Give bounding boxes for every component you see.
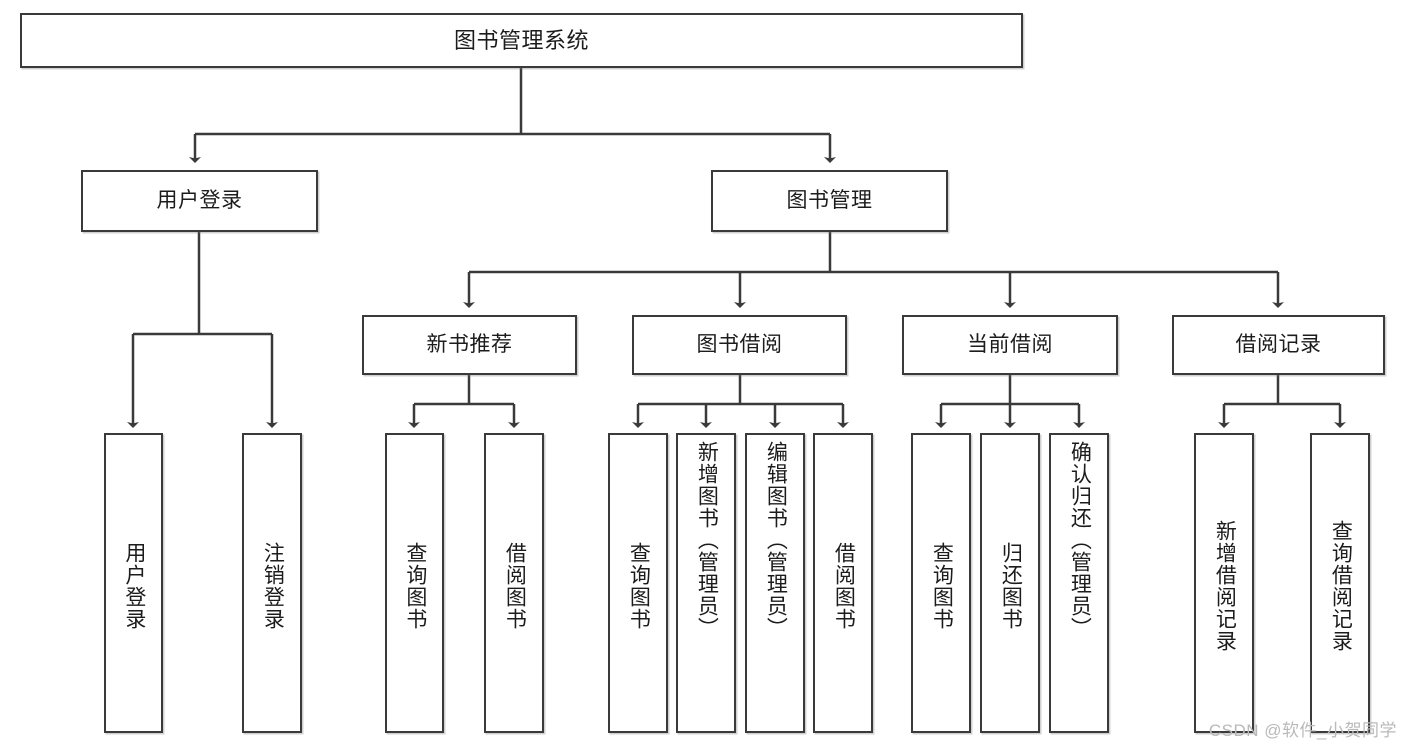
leaf-edit-book[interactable]: 编辑图书（管理员）: [745, 433, 805, 733]
node-user-login[interactable]: 用户登录: [81, 170, 318, 232]
node-borrow-record-label: 借阅记录: [1235, 332, 1322, 356]
leaf-query-book-1[interactable]: 查询图书: [385, 433, 444, 733]
node-root[interactable]: 图书管理系统: [20, 13, 1023, 68]
leaf-borrow-book-2-label: 借阅图书: [832, 542, 856, 630]
leaf-logout-login[interactable]: 注销登录: [242, 433, 302, 733]
leaf-add-book-label: 新增图书（管理员）: [695, 441, 719, 639]
node-new-book-recommend-label: 新书推荐: [426, 332, 513, 356]
leaf-borrow-book-1[interactable]: 借阅图书: [484, 433, 544, 733]
leaf-return-book[interactable]: 归还图书: [980, 433, 1040, 733]
leaf-query-book-2-label: 查询图书: [627, 542, 651, 630]
leaf-edit-book-label: 编辑图书（管理员）: [764, 441, 788, 639]
leaf-return-book-label: 归还图书: [999, 542, 1023, 630]
leaf-query-book-1-label: 查询图书: [403, 542, 427, 630]
node-new-book-recommend[interactable]: 新书推荐: [362, 315, 577, 375]
leaf-add-record-label: 新增借阅记录: [1213, 520, 1237, 652]
leaf-query-record-label: 查询借阅记录: [1329, 520, 1353, 652]
leaf-user-login[interactable]: 用户登录: [104, 433, 163, 733]
node-book-manage-label: 图书管理: [786, 188, 873, 212]
node-book-manage[interactable]: 图书管理: [711, 170, 948, 232]
node-root-label: 图书管理系统: [453, 27, 589, 53]
leaf-query-record[interactable]: 查询借阅记录: [1310, 433, 1370, 733]
leaf-add-record[interactable]: 新增借阅记录: [1194, 433, 1254, 733]
leaf-logout-login-label: 注销登录: [261, 542, 285, 630]
leaf-borrow-book-1-label: 借阅图书: [503, 542, 527, 630]
node-borrow-record[interactable]: 借阅记录: [1172, 315, 1385, 375]
leaf-add-book[interactable]: 新增图书（管理员）: [676, 433, 736, 733]
node-current-borrow[interactable]: 当前借阅: [902, 315, 1118, 375]
leaf-query-book-2[interactable]: 查询图书: [608, 433, 668, 733]
node-book-borrow-label: 图书借阅: [696, 332, 783, 356]
leaf-borrow-book-2[interactable]: 借阅图书: [813, 433, 873, 733]
node-current-borrow-label: 当前借阅: [967, 332, 1053, 356]
leaf-query-book-3-label: 查询图书: [930, 542, 954, 630]
node-user-login-label: 用户登录: [156, 188, 243, 212]
leaf-confirm-return-label: 确认归还（管理员）: [1068, 441, 1092, 639]
leaf-user-login-label: 用户登录: [122, 542, 146, 630]
watermark: CSDN @软件_小贺同学: [1208, 721, 1397, 740]
leaf-query-book-3[interactable]: 查询图书: [911, 433, 971, 733]
leaf-confirm-return[interactable]: 确认归还（管理员）: [1049, 433, 1109, 733]
node-book-borrow[interactable]: 图书借阅: [632, 315, 847, 375]
